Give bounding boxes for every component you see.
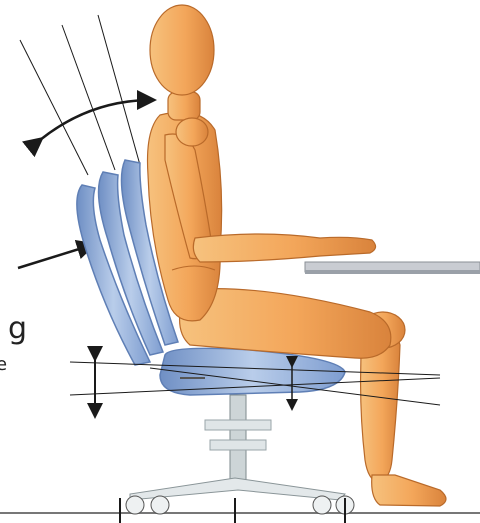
mannequin-head (150, 5, 214, 120)
backrest-angle-arrow (40, 100, 152, 140)
lumbar-support-arrow (18, 245, 92, 268)
left-label-fragment-2: e (0, 354, 7, 375)
left-label-fragment-1: g (8, 311, 27, 346)
mannequin-arm (165, 118, 376, 262)
desk (305, 262, 480, 274)
backrest-angle-lines (20, 15, 140, 175)
chair-base (120, 395, 354, 523)
